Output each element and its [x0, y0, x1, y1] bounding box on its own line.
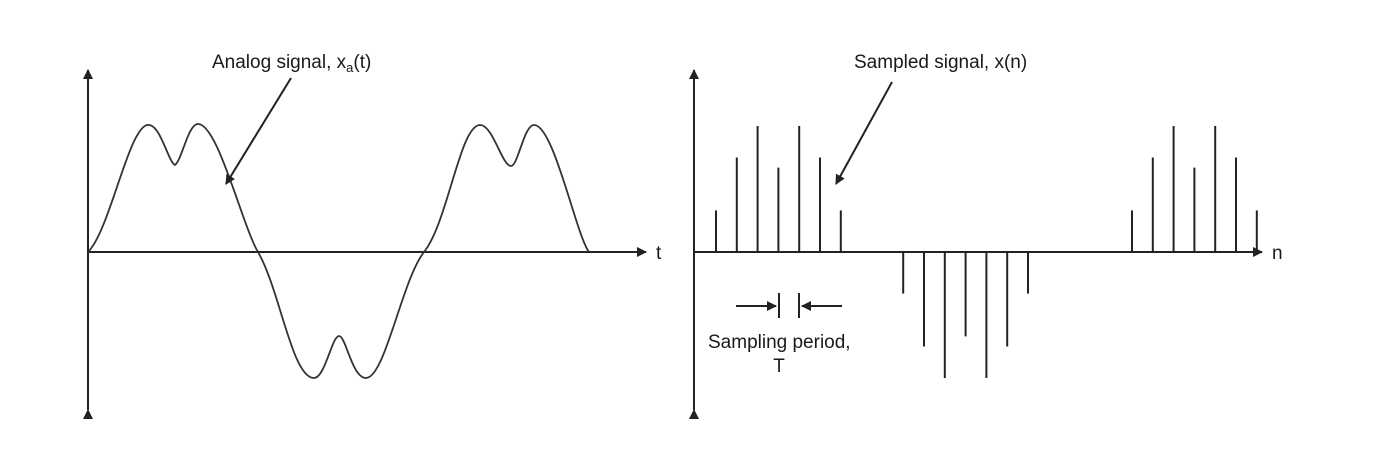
sampled-signal-label: Sampled signal, x(n) — [854, 52, 1027, 73]
sampled-n-axis-label: n — [1272, 243, 1283, 264]
sampling-period-indicator: Sampling period, T — [708, 293, 851, 377]
sampled-pointer-arrow — [835, 81, 893, 185]
analog-waveform — [87, 123, 590, 379]
analog-signal-label: Analog signal, xa(t) — [212, 52, 371, 75]
analog-t-axis-label: t — [656, 243, 662, 264]
sampled-panel: n Sampled signal, x(n) Sampling period, … — [689, 52, 1283, 419]
analog-pointer-arrow — [225, 77, 292, 185]
analog-panel: t Analog signal, xa(t) — [83, 52, 662, 419]
sampling-period-label-line2: T — [773, 356, 785, 377]
sampling-period-label-line1: Sampling period, — [708, 332, 851, 353]
sample-stems — [715, 126, 1258, 378]
